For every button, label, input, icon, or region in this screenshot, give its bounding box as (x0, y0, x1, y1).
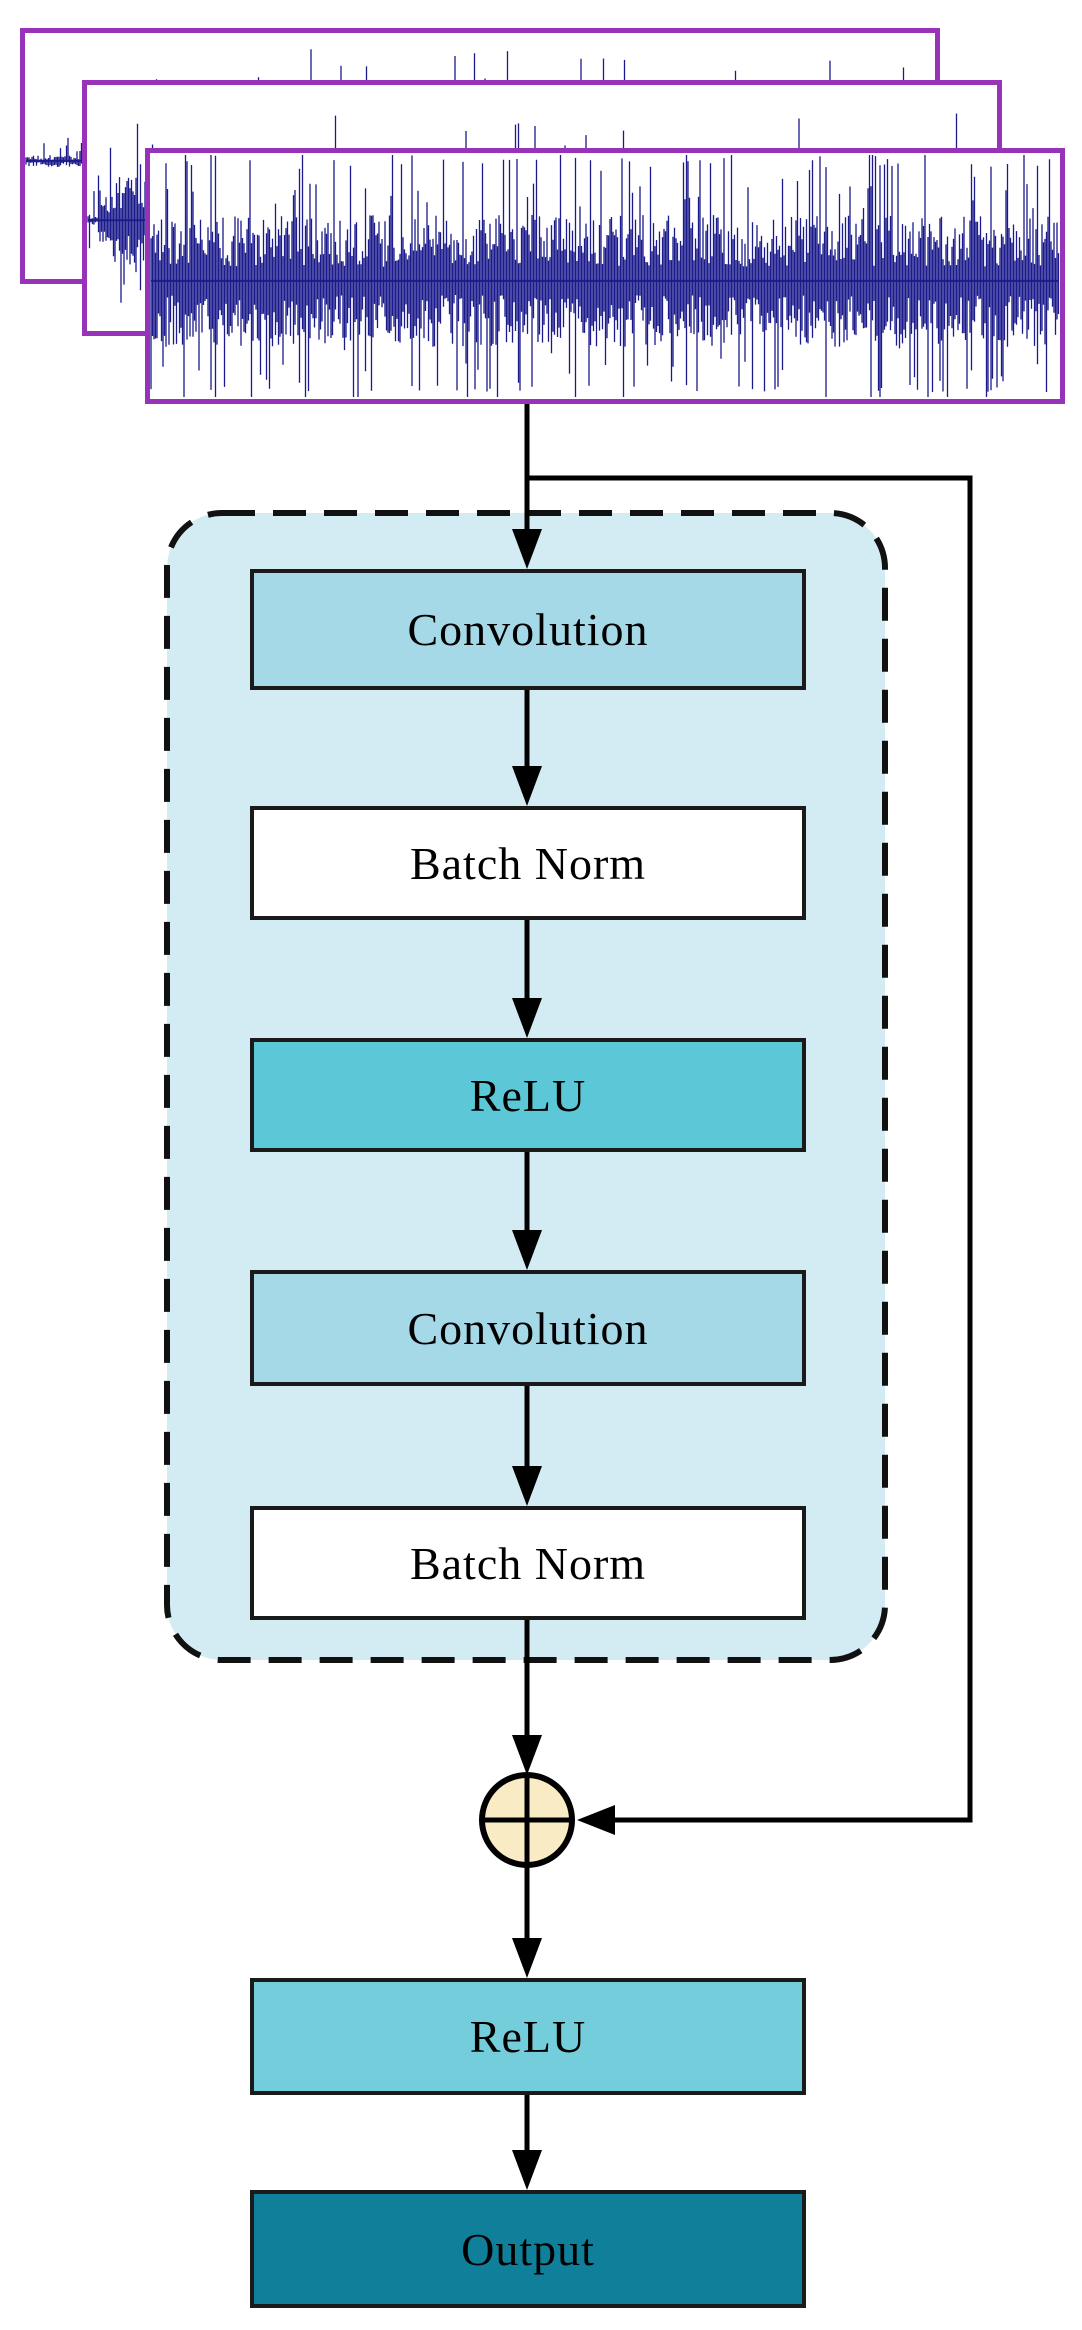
waveform-panel-front (145, 148, 1065, 404)
flow-arrow (512, 1386, 542, 1506)
arrowhead-down-icon (512, 1230, 542, 1270)
waveform-svg-front (150, 155, 1060, 397)
layer-label: ReLU (469, 2011, 587, 2062)
layer-label: Convolution (407, 1302, 649, 1354)
layer-label: Batch Norm (409, 837, 647, 889)
arrowhead-down-icon (512, 2150, 542, 2190)
skip-connection (527, 475, 973, 1835)
flow-arrow (512, 690, 542, 806)
flow-arrow (512, 920, 542, 1038)
arrowhead-down-icon (512, 998, 542, 1038)
flow-arrow (512, 404, 542, 569)
arrowhead-down-icon (512, 766, 542, 806)
arrowhead-down-icon (512, 1466, 542, 1506)
flow-arrow (512, 1152, 542, 1270)
layer-box-convolution-2: Convolution (250, 1270, 806, 1386)
flow-arrow (512, 1865, 542, 1978)
waveform-path (150, 155, 1060, 397)
layer-label: Batch Norm (409, 1537, 647, 1589)
arrowhead-down-icon (512, 1938, 542, 1978)
arrowhead-down-icon (512, 529, 542, 569)
layer-box-convolution-1: Convolution (250, 569, 806, 690)
layer-label: Output (461, 2223, 595, 2275)
flow-arrow (512, 1620, 542, 1775)
sum-node (479, 1772, 575, 1868)
layer-box-relu-1: ReLU (250, 1038, 806, 1152)
arrowhead-down-icon (512, 1735, 542, 1775)
flow-arrow (512, 2095, 542, 2190)
layer-box-batchnorm-2: Batch Norm (250, 1506, 806, 1620)
layer-box-batchnorm-1: Batch Norm (250, 806, 806, 920)
plus-icon (482, 1775, 572, 1865)
layer-box-output: Output (250, 2190, 806, 2308)
layer-label: ReLU (469, 1069, 587, 1121)
layer-label: Convolution (407, 604, 649, 655)
arrowhead-left-icon (577, 1805, 615, 1835)
layer-box-relu-output: ReLU (250, 1978, 806, 2095)
